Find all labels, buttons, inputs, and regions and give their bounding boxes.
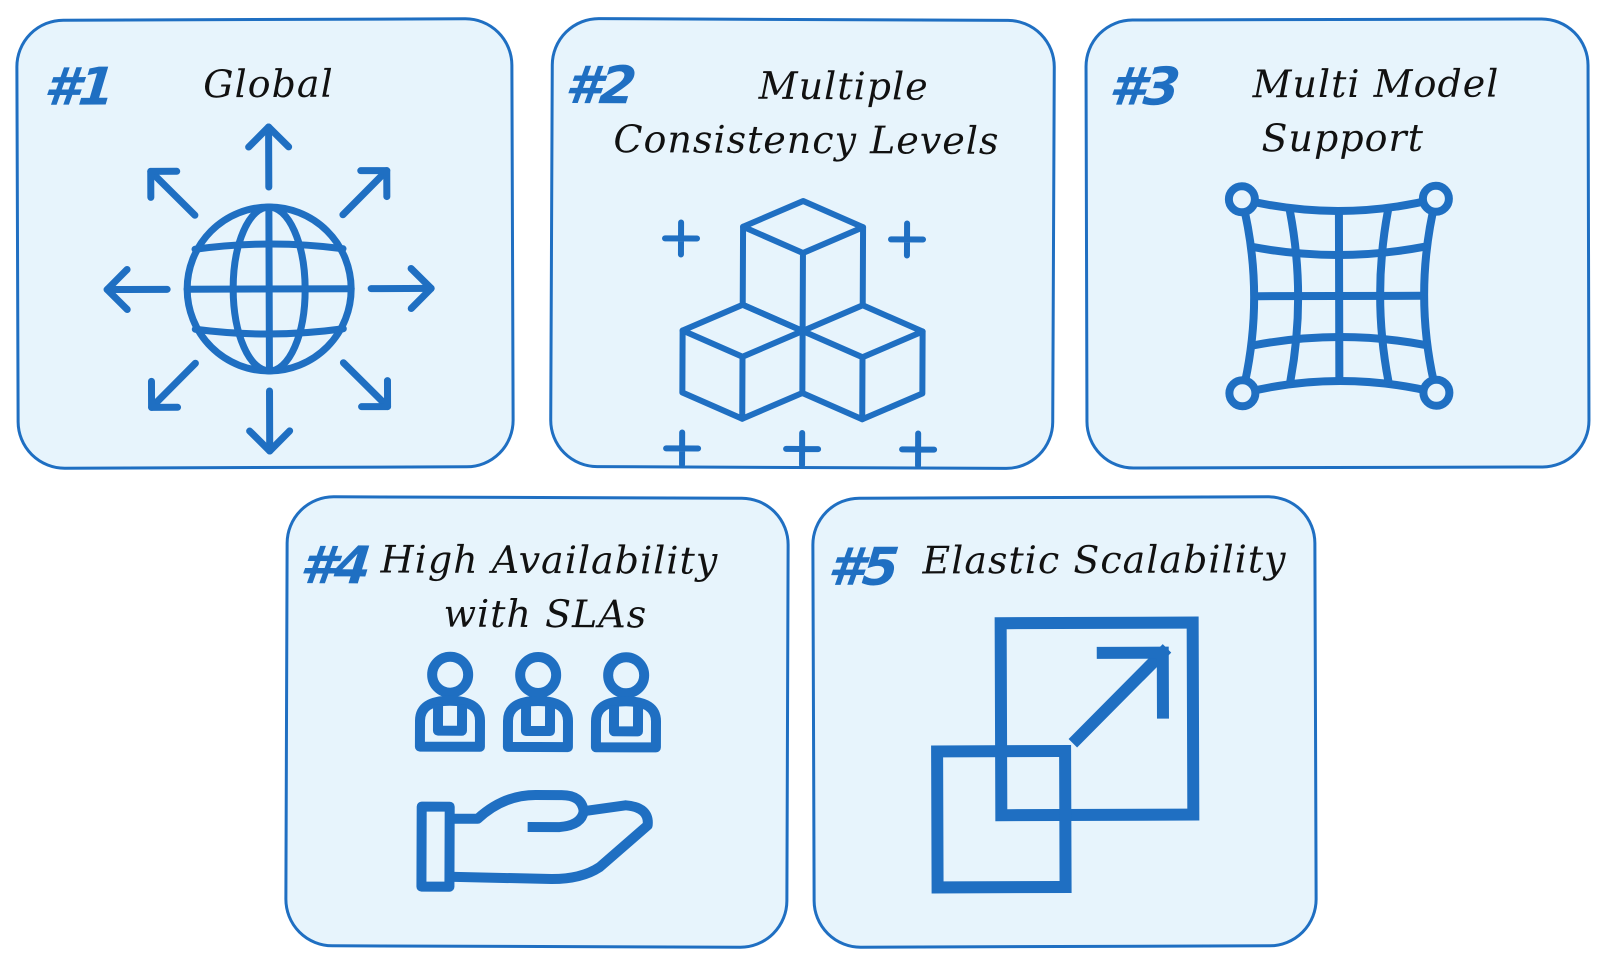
feature-card-global: #1 Global (15, 17, 515, 470)
people-hand-icon (414, 651, 662, 892)
feature-card-consistency: #2 Multiple Consistency Levels (549, 16, 1056, 471)
card-title: Elastic Scalability (922, 532, 1292, 587)
card-title-line: Support (1261, 115, 1425, 161)
card-title-line: Global (203, 61, 334, 107)
card-title: High Availability with SLAs (380, 532, 719, 641)
feature-card-high-availability: #4 High Availability with SLAs (284, 495, 790, 949)
cubes-icon (662, 198, 938, 469)
feature-card-multi-model: #3 Multi Model Support (1084, 17, 1591, 470)
feature-card-elastic-scalability: #5 Elastic Scalability (811, 495, 1318, 949)
card-title-line: Elastic Scalability (922, 537, 1287, 583)
card-title-line: High Availability (380, 537, 719, 583)
resize-expand-icon (931, 616, 1200, 894)
globe-arrows-icon (103, 123, 435, 455)
mesh-grid-icon (1224, 181, 1454, 411)
card-title: Multi Model Support (1193, 57, 1500, 166)
card-title-line: Consistency Levels (613, 117, 1000, 163)
card-number: #5 (825, 537, 900, 598)
card-title-line: Multiple (758, 63, 929, 109)
card-title-line: with SLAs (443, 591, 648, 637)
card-title: Multiple Consistency Levels (581, 58, 1031, 168)
card-number: #4 (297, 536, 373, 597)
card-title: Global (168, 57, 368, 112)
card-number: #3 (1106, 57, 1182, 118)
card-title-line: Multi Model (1252, 61, 1500, 107)
card-number: #1 (41, 57, 116, 118)
